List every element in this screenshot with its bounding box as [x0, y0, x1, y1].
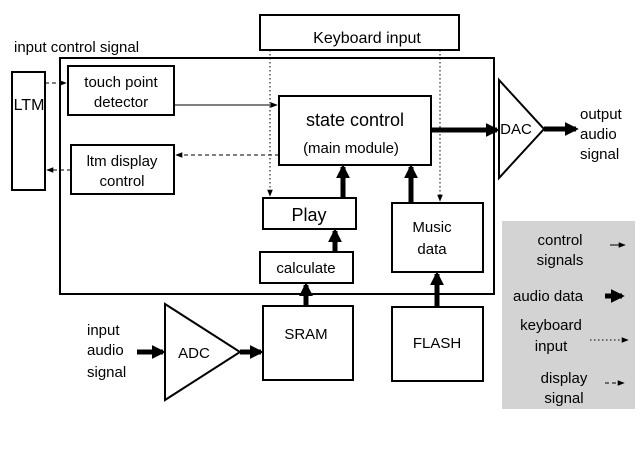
sram-box — [262, 305, 354, 381]
main-module-frame — [59, 57, 495, 295]
legend-display-line1: display — [541, 370, 588, 387]
music-data-box — [391, 202, 484, 273]
music-data-line2: data — [417, 241, 447, 258]
sram-label: SRAM — [284, 326, 327, 343]
output-audio-signal-line2: audio — [580, 126, 617, 143]
legend-display-line2: signal — [544, 390, 583, 407]
legend-control-line1: control — [537, 232, 582, 249]
play-label: Play — [291, 205, 326, 225]
legend-background — [502, 221, 635, 409]
ltm-label: LTM — [14, 97, 45, 114]
legend-control-line2: signals — [537, 252, 584, 269]
legend-keyboard-line2: input — [535, 338, 568, 355]
state-control-line1: state control — [306, 110, 404, 130]
legend-audio-data-label: audio data — [513, 288, 584, 305]
output-audio-signal-line3: signal — [580, 146, 619, 163]
state-control-line2: (main module) — [303, 140, 399, 157]
dac-label: DAC — [500, 121, 532, 138]
touch-point-detector-line2: detector — [94, 94, 148, 111]
calculate-box — [259, 251, 354, 284]
flash-label: FLASH — [413, 335, 461, 352]
input-control-signal-label: input control signal — [14, 39, 139, 56]
legend: control signals audio data keyboard inpu… — [502, 221, 635, 409]
legend-keyboard-line1: keyboard — [520, 317, 582, 334]
input-audio-signal-line2: audio — [87, 342, 124, 359]
music-data-line1: Music — [412, 219, 452, 236]
ltm-display-control-line1: ltm display — [87, 153, 158, 170]
ltm-display-control-box — [70, 144, 175, 195]
touch-point-detector-box — [67, 65, 175, 116]
keyboard-input-label: Keyboard input — [313, 30, 421, 47]
play-box — [262, 197, 357, 230]
ltm-box — [11, 71, 46, 191]
calculate-label: calculate — [276, 260, 335, 277]
keyboard-input-box — [259, 14, 460, 51]
state-control-box — [278, 95, 432, 166]
input-audio-signal-line3: signal — [87, 364, 126, 381]
output-audio-signal-line1: output — [580, 106, 623, 123]
adc-label: ADC — [178, 345, 210, 362]
ltm-display-control-line2: control — [99, 173, 144, 190]
input-audio-signal-line1: input — [87, 322, 120, 339]
touch-point-detector-line1: touch point — [84, 74, 158, 91]
flash-box — [391, 306, 484, 382]
